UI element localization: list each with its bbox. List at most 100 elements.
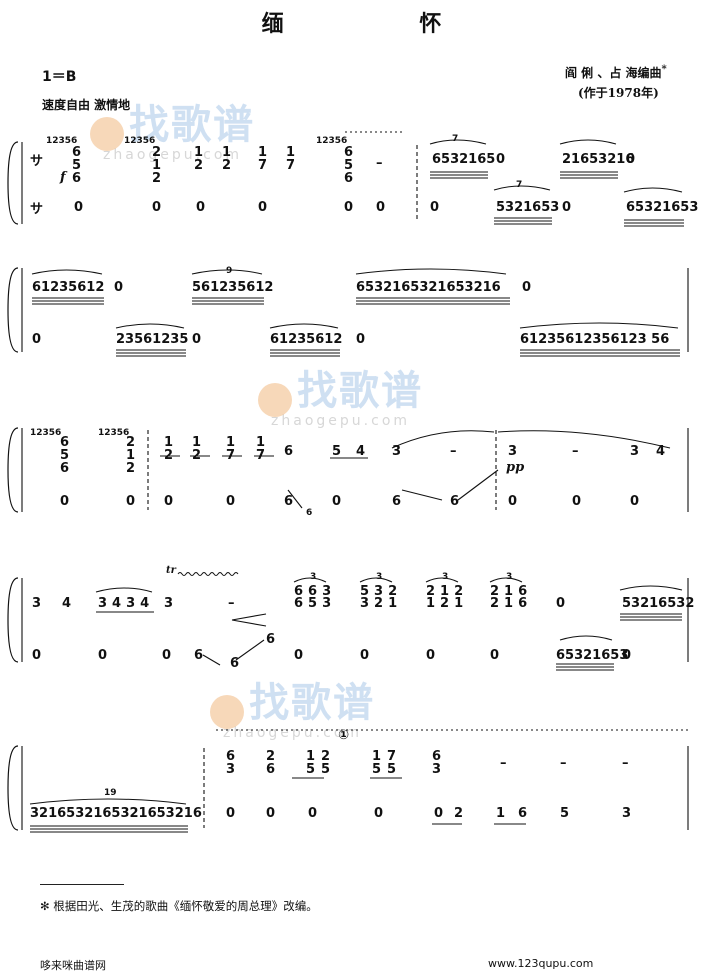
watermark-url: zhaogepu.com	[103, 146, 243, 163]
note: 6	[194, 648, 204, 663]
dash: –	[376, 156, 383, 171]
part-label: サ	[30, 154, 44, 169]
run: 61235612356123 56	[520, 332, 670, 347]
tuplet-number: 9	[226, 266, 233, 276]
note: 3	[164, 596, 174, 611]
tuplet-number: 7	[516, 180, 523, 190]
rest: 0	[374, 806, 384, 821]
rest: 0	[152, 200, 162, 215]
note: 4	[656, 444, 666, 459]
arranger-footnote-mark: *	[661, 64, 667, 75]
dash: –	[572, 444, 579, 459]
note: 6	[284, 494, 294, 509]
tempo-marking: 速度自由 激情地	[42, 98, 131, 112]
dash: –	[622, 756, 629, 771]
watermark-text: 找歌谱	[297, 368, 424, 414]
run: 61235612	[32, 280, 105, 295]
note: 4	[356, 444, 366, 459]
note: 2	[454, 806, 464, 821]
system2-brace	[7, 267, 19, 353]
run: 65321653	[626, 200, 699, 215]
run: 65321653	[556, 648, 629, 663]
rest: 0	[114, 280, 124, 295]
rest: 0	[490, 648, 500, 663]
run: 61235612	[270, 332, 343, 347]
run: 23561235	[116, 332, 189, 347]
rest: 0	[572, 494, 582, 509]
tuplet-number: 3	[506, 572, 513, 582]
rest: 0	[308, 806, 318, 821]
note: 6	[266, 632, 276, 647]
rest: 0	[60, 494, 70, 509]
run: 6532165321653216	[356, 280, 501, 295]
rest: 0	[74, 200, 84, 215]
system1-brace	[7, 141, 19, 225]
watermark-url: zhaogepu.com	[271, 412, 411, 429]
footer-site-url: www.123qupu.com	[488, 957, 594, 970]
rest: 0	[626, 152, 636, 167]
rest: 0	[32, 332, 42, 347]
rest: 0	[164, 494, 174, 509]
trill-mark: tr	[166, 565, 176, 576]
rest: 0	[162, 648, 172, 663]
note: 3	[392, 444, 402, 459]
rest: 0	[556, 596, 566, 611]
run: 3216532165321653216	[30, 806, 202, 821]
rest: 0	[196, 200, 206, 215]
grace-note: 12356	[98, 428, 130, 438]
rest: 0	[426, 648, 436, 663]
grace-note: 12356	[30, 428, 62, 438]
note: 3	[630, 444, 640, 459]
watermark-logo: 找歌谱 zhaogepu.com	[90, 92, 255, 163]
part-label: サ	[30, 202, 44, 217]
rest: 0	[32, 648, 42, 663]
tuplet-number: 3	[442, 572, 449, 582]
watermark-text: 找歌谱	[129, 102, 256, 148]
dynamic-pianissimo: pp	[506, 460, 525, 475]
watermark-url: zhaogepu.com	[223, 724, 363, 741]
system4-brace	[7, 577, 19, 663]
note: 3	[622, 806, 632, 821]
note: 6	[230, 656, 240, 671]
note-group: 3434	[98, 596, 155, 611]
rest: 0	[622, 648, 632, 663]
run: 5321653	[496, 200, 560, 215]
system3-brace	[7, 427, 19, 513]
run: 6532165	[432, 152, 496, 167]
composition-year: (作于1978年)	[578, 86, 659, 100]
rest: 0	[434, 806, 444, 821]
rest: 0	[192, 332, 202, 347]
note: 3	[32, 596, 42, 611]
rest: 0	[226, 494, 236, 509]
rest: 0	[332, 494, 342, 509]
rest: 0	[266, 806, 276, 821]
dash: –	[228, 596, 235, 611]
watermark-logo: 找歌谱 zhaogepu.com	[210, 670, 375, 741]
rest: 0	[522, 280, 532, 295]
arranger-credit: 阎 俐 、占 海编曲*	[565, 64, 667, 81]
footnote-rule	[40, 884, 124, 885]
rest: 0	[294, 648, 304, 663]
rest: 0	[126, 494, 136, 509]
note: 3	[508, 444, 518, 459]
note: 1	[496, 806, 506, 821]
note: 6	[306, 508, 313, 518]
rest: 0	[258, 200, 268, 215]
rest: 0	[360, 648, 370, 663]
music-score	[7, 131, 689, 833]
run: 561235612	[192, 280, 274, 295]
arranger-name: 阎 俐 、占 海编曲	[565, 66, 662, 80]
